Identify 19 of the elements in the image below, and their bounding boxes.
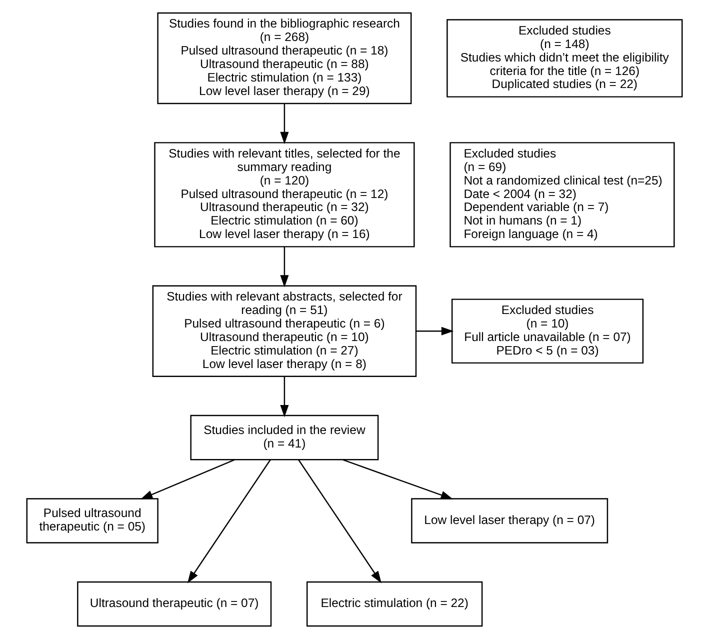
arrow: [140, 459, 235, 500]
arrow: [416, 326, 454, 336]
node-box: Studies with relevant abstracts, selected for reading (n = 51) Pulsed ultrasound therapeutic (n = 6) Ultrasound therapeutic (n = 10) Electric stimulation (n = 27) Low level laser therapy (n = 8): [152, 285, 417, 377]
arrow: [280, 246, 289, 288]
arrow: [342, 459, 454, 500]
node-box: Studies found in the bibliographic research (n = 268) Pulsed ultrasound therapeutic (n = 18) Ultrasound therapeutic (n = 88) Electric stimulation (n = 133) Low level laser therapy (n = 29): [157, 12, 412, 104]
node-box: Ultrasound therapeutic (n = 07): [77, 581, 272, 627]
node-box: Excluded studies (n = 148) Studies which didn’t meet the eligibility criteria for the title (n = 126) Duplicated studies (n = 22): [446, 19, 683, 98]
node-box: Electric stimulation (n = 22): [306, 581, 483, 627]
arrow: [298, 460, 382, 584]
arrow: [187, 460, 271, 584]
node-box: Studies with relevant titles, selected for the summary reading (n = 120) Pulsed ultrasound therapeutic (n = 12) Ultrasound therapeutic (n = 32) Electric stimulation (n = 60) Low level laser therapy (n = 16): [154, 142, 415, 248]
node-box: Pulsed ultrasound therapeutic (n = 05): [26, 498, 158, 544]
node-box: Excluded studies (n = 69) Not a randomized clinical test (n=25) Date < 2004 (n = 32) Dependent variable (n = 7) Not in humans (n = 1) Foreign language (n = 4): [450, 142, 675, 248]
node-box: Low level laser therapy (n = 07): [411, 498, 608, 544]
node-box: Studies included in the review (n = 41): [190, 414, 379, 460]
arrow: [280, 104, 289, 144]
arrow: [280, 376, 289, 418]
node-box: Excluded studies (n = 10) Full article unavailable (n = 07) PEDro < 5 (n = 03): [451, 298, 644, 364]
